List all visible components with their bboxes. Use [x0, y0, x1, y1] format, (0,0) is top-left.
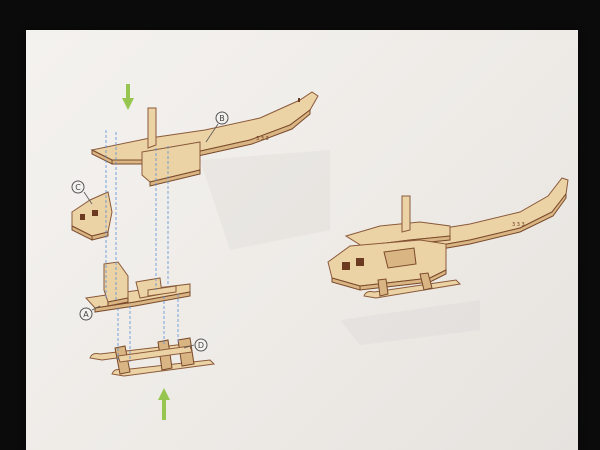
arrow-down-icon — [122, 84, 134, 110]
arrow-up-icon — [158, 388, 170, 420]
callout-a: A — [79, 305, 101, 321]
part-c-cabin — [71, 191, 113, 241]
callout-c: C — [71, 180, 93, 205]
alignment-guides — [105, 130, 179, 362]
part-d-skids — [89, 337, 216, 377]
svg-text:3 3 3: 3 3 3 — [256, 136, 269, 142]
svg-text:3 3 3: 3 3 3 — [512, 222, 525, 228]
callout-d: D — [183, 338, 208, 352]
callout-d-label: D — [198, 341, 204, 350]
callout-b: B — [205, 111, 229, 143]
callout-c-label: C — [75, 183, 81, 192]
assembled-helicopter: 3 3 3 — [327, 177, 569, 299]
part-b-upper-body: 3 3 3 — [90, 91, 319, 187]
part-a-floor — [85, 261, 191, 313]
ghost-shadow — [200, 150, 480, 345]
callout-b-label: B — [219, 114, 225, 123]
callout-a-label: A — [83, 310, 89, 319]
